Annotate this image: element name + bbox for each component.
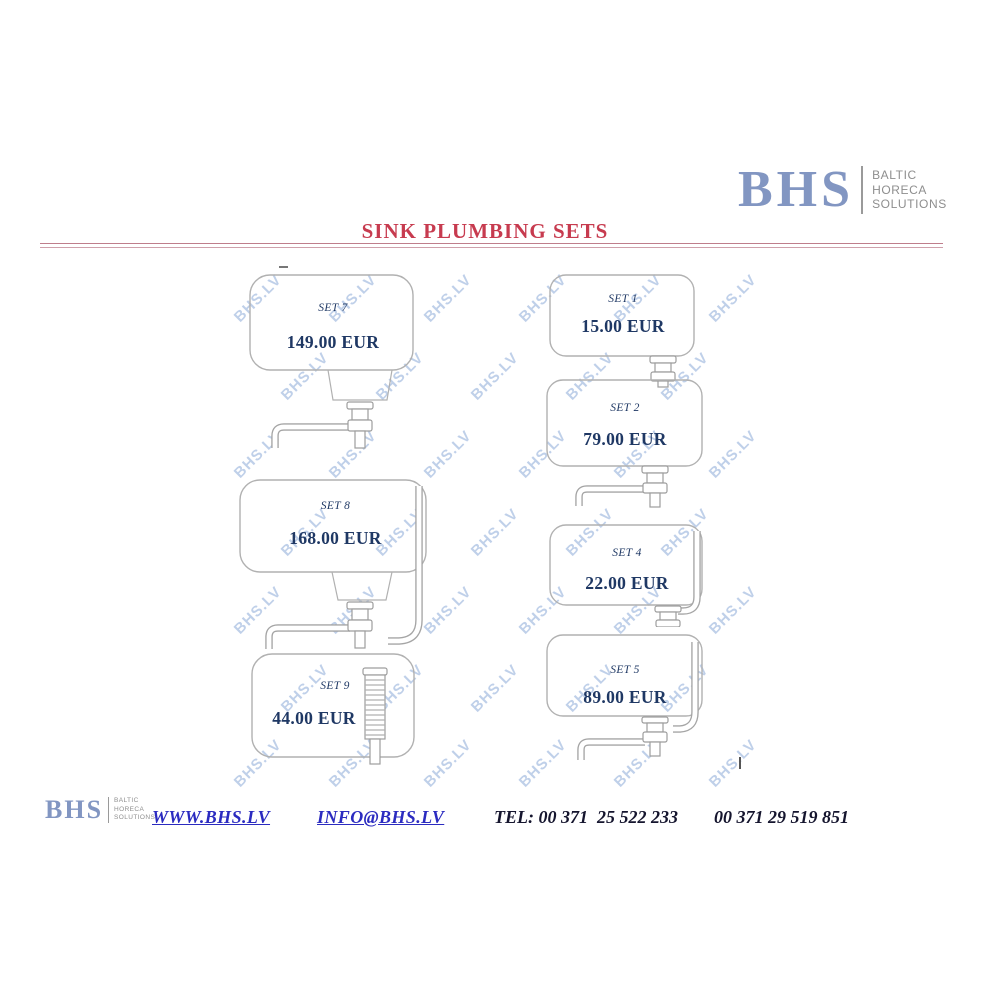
phone-numbers: TEL: 00 371 25 522 233 00 371 29 519 851 xyxy=(494,807,849,828)
siphon-assembly xyxy=(641,716,669,757)
set-1-drawing xyxy=(549,274,695,388)
set-4-drawing xyxy=(549,524,703,627)
watermark-text: BHS.LV xyxy=(705,271,761,326)
phone-number-1: TEL: 00 371 25 522 233 xyxy=(494,807,678,827)
set-name: SET 8 xyxy=(320,500,351,512)
watermark-text: BHS.LV xyxy=(420,271,476,326)
sink-bowl xyxy=(251,653,415,758)
phone-number-2: 00 371 29 519 851 xyxy=(714,807,849,827)
product-card-set-7: SET 7 149.00 EUR xyxy=(248,272,418,472)
standpipe xyxy=(388,486,423,645)
brand-tagline-line: HORECA xyxy=(872,182,928,197)
set-5-drawing xyxy=(546,634,703,760)
standpipe xyxy=(673,642,699,733)
siphon-assembly xyxy=(346,401,374,449)
set-name: SET 7 xyxy=(318,302,348,314)
sink-bowl xyxy=(549,524,703,606)
brand-tagline: BALTIC HORECA SOLUTIONS xyxy=(114,797,155,823)
set-name: SET 9 xyxy=(320,680,350,692)
set-9-drawing xyxy=(251,653,415,765)
watermark-text: BHS.LV xyxy=(705,736,761,791)
product-card-set-2: SET 2 79.00 EUR xyxy=(545,378,705,510)
set-price: 89.00 EUR xyxy=(583,687,667,707)
brand-tagline-line: BALTIC xyxy=(114,797,139,805)
brand-tagline-line: SOLUTIONS xyxy=(114,814,156,822)
page-title: SINK PLUMBING SETS xyxy=(361,219,609,243)
watermark-text: BHS.LV xyxy=(420,736,476,791)
siphon-assembly xyxy=(641,465,669,508)
set-name: SET 2 xyxy=(610,402,640,414)
watermark-text: BHS.LV xyxy=(467,349,523,404)
footer-brand-logo: BHS BALTIC HORECA SOLUTIONS xyxy=(45,797,155,823)
product-card-set-9: SET 9 44.00 EUR xyxy=(250,652,420,770)
ribbed-drain-pipe xyxy=(362,667,388,765)
logo-divider xyxy=(861,166,864,214)
set-name: SET 1 xyxy=(608,293,638,305)
drain-fitting xyxy=(654,605,682,627)
brand-tagline-line: HORECA xyxy=(114,805,145,813)
set-price: 168.00 EUR xyxy=(289,528,382,548)
product-card-set-1: SET 1 15.00 EUR xyxy=(548,273,698,388)
logo-divider xyxy=(108,797,110,823)
product-card-set-5: SET 5 89.00 EUR xyxy=(545,632,705,770)
set-2-drawing xyxy=(546,379,703,508)
set-name: SET 5 xyxy=(610,664,640,676)
sink-bowl xyxy=(546,634,703,717)
set-8-drawing xyxy=(239,479,427,649)
waste-pipe xyxy=(577,738,645,760)
watermark-text: BHS.LV xyxy=(705,427,761,482)
watermark-text: BHS.LV xyxy=(467,661,523,716)
standpipe xyxy=(678,531,701,615)
set-name: SET 4 xyxy=(612,547,642,559)
watermark-text: BHS.LV xyxy=(467,505,523,560)
brand-logo: BHS BALTIC HORECA SOLUTIONS xyxy=(738,160,947,218)
sink-bowl xyxy=(249,274,414,401)
website-link[interactable]: WWW.BHS.LV xyxy=(152,807,271,827)
waste-pipe xyxy=(265,624,350,649)
siphon-assembly xyxy=(346,601,374,649)
email-link[interactable]: INFO@BHS.LV xyxy=(317,807,445,827)
brand-tagline-line: BALTIC xyxy=(872,168,917,183)
set-price: 149.00 EUR xyxy=(286,332,380,352)
brand-tagline: BALTIC HORECA SOLUTIONS xyxy=(872,168,947,212)
title-double-rule xyxy=(40,243,943,248)
brand-logo-text: BHS xyxy=(45,795,104,825)
set-price: 22.00 EUR xyxy=(585,573,669,593)
set-price: 15.00 EUR xyxy=(581,316,665,336)
waste-pipe xyxy=(575,485,645,506)
brand-logo-text: BHS xyxy=(738,160,855,218)
product-card-set-4: SET 4 22.00 EUR xyxy=(548,521,706,627)
stray-mark-tick xyxy=(739,757,741,769)
brand-tagline-line: SOLUTIONS xyxy=(872,197,947,212)
sink-bowl xyxy=(546,379,703,467)
watermark-text: BHS.LV xyxy=(420,427,476,482)
set-price: 44.00 EUR xyxy=(272,708,356,728)
sink-sump xyxy=(331,571,393,601)
set-7-drawing xyxy=(249,274,414,449)
watermark-text: BHS.LV xyxy=(705,583,761,638)
sink-bowl xyxy=(549,274,695,357)
set-price: 79.00 EUR xyxy=(583,429,667,449)
waste-pipe xyxy=(271,423,352,448)
sink-bowl xyxy=(239,479,427,573)
product-card-set-8: SET 8 168.00 EUR xyxy=(238,478,433,666)
stray-mark-dash xyxy=(279,266,288,268)
drain-fitting xyxy=(649,355,677,388)
